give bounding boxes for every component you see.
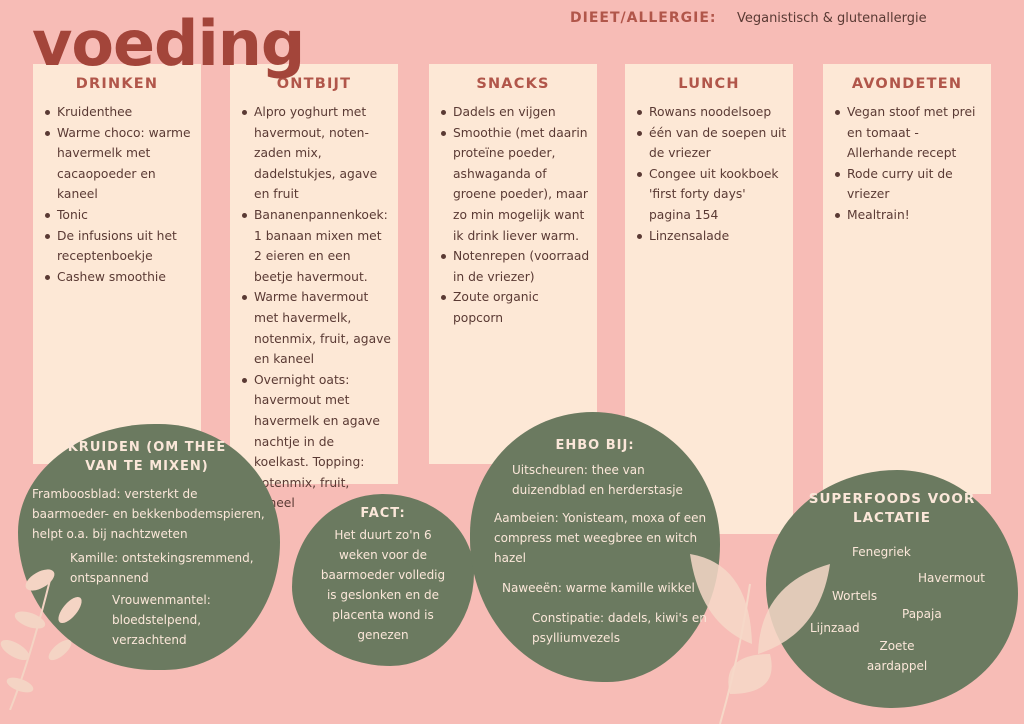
kruiden-blob: KRUIDEN (OM THEE VAN TE MIXEN) Framboosb…: [18, 424, 280, 670]
superfood-item: Papaja: [902, 607, 942, 621]
list-item: Notenrepen (voorraad in de vriezer): [441, 246, 591, 287]
list-item: Warme havermout met havermelk, notenmix,…: [242, 287, 392, 369]
list-item: Mealtrain!: [835, 205, 985, 226]
list-item: Linzensalade: [637, 226, 787, 247]
list-item: Overnight oats: havermout met havermelk …: [242, 370, 392, 514]
column-title: ONTBIJT: [276, 76, 352, 92]
list-item: Congee uit kookboek 'first forty days' p…: [637, 164, 787, 226]
diet-value: Veganistisch & glutenallergie: [736, 11, 927, 26]
kruiden-item: Framboosblad: versterkt de baarmoeder- e…: [32, 487, 265, 541]
superfood-item: Havermout: [918, 571, 985, 585]
plant-icon: [690, 554, 830, 724]
fact-title: FACT:: [360, 506, 406, 521]
list-item: Vegan stoof met prei en tomaat - Allerha…: [835, 102, 985, 164]
diet-info: DIEET/ALLERGIE: Veganistisch & glutenall…: [570, 10, 927, 26]
column-snacks: SNACKS Dadels en vijgen Smoothie (met da…: [429, 64, 597, 464]
ehbo-title: EHBO BIJ:: [555, 438, 635, 453]
leaf-icon: [0, 569, 82, 710]
kruiden-item: Vrouwenmantel: bloedstelpend, verzachten…: [112, 593, 211, 647]
column-avondeten: AVONDETEN Vegan stoof met prei en tomaat…: [823, 64, 991, 494]
ehbo-item: Constipatie: dadels, kiwi's en psylliumv…: [532, 611, 707, 645]
list-item: één van de soepen uit de vriezer: [637, 123, 787, 164]
superfood-item: Wortels: [832, 589, 878, 603]
fact-text: Het duurt zo'n 6 weken voor de baarmoede…: [320, 528, 446, 642]
column-drinken: DRINKEN Kruidenthee Warme choco: warme h…: [33, 64, 201, 464]
column-ontbijt: ONTBIJT Alpro yoghurt met havermout, not…: [230, 64, 398, 510]
column-title: AVONDETEN: [851, 76, 963, 92]
kruiden-title: KRUIDEN (OM THEE VAN TE MIXEN): [67, 440, 227, 474]
superfoods-title: SUPERFOODS VOOR LACTATIE: [808, 491, 976, 526]
list-item: Zoute organic popcorn: [441, 287, 591, 328]
list-item: Cashew smoothie: [45, 267, 195, 288]
list-item: De infusions uit het receptenboekje: [45, 226, 195, 267]
page-title: voeding: [32, 7, 305, 80]
superfood-item: Fenegriek: [852, 545, 911, 559]
list-item: Alpro yoghurt met havermout, noten-zaden…: [242, 102, 392, 205]
ehbo-item: Naweeën: warme kamille wikkel: [502, 581, 695, 595]
list-item: Bananenpannenkoek: 1 banaan mixen met 2 …: [242, 205, 392, 287]
ehbo-blob: EHBO BIJ: Uitscheuren: thee van duizendb…: [470, 412, 720, 682]
column-title: SNACKS: [476, 76, 550, 92]
fact-blob: FACT: Het duurt zo'n 6 weken voor de baa…: [292, 494, 474, 666]
superfood-item: Zoete aardappel: [866, 639, 928, 673]
list-item: Tonic: [45, 205, 195, 226]
ehbo-item: Uitscheuren: thee van duizendblad en her…: [512, 463, 683, 497]
kruiden-item: Kamille: ontstekingsremmend, ontspannend: [70, 551, 254, 585]
list-item: Kruidenthee: [45, 102, 195, 123]
list-item: Rowans noodelsoep: [637, 102, 787, 123]
diet-label: DIEET/ALLERGIE:: [570, 10, 717, 26]
list-item: Dadels en vijgen: [441, 102, 591, 123]
column-title: DRINKEN: [75, 76, 159, 92]
list-item: Rode curry uit de vriezer: [835, 164, 985, 205]
column-title: LUNCH: [678, 76, 740, 92]
list-item: Smoothie (met daarin proteïne poeder, as…: [441, 123, 591, 247]
superfood-item: Lijnzaad: [810, 621, 860, 635]
ehbo-item: Aambeien: Yonisteam, moxa of een compres…: [494, 511, 707, 565]
list-item: Warme choco: warme havermelk met cacaopo…: [45, 123, 195, 205]
